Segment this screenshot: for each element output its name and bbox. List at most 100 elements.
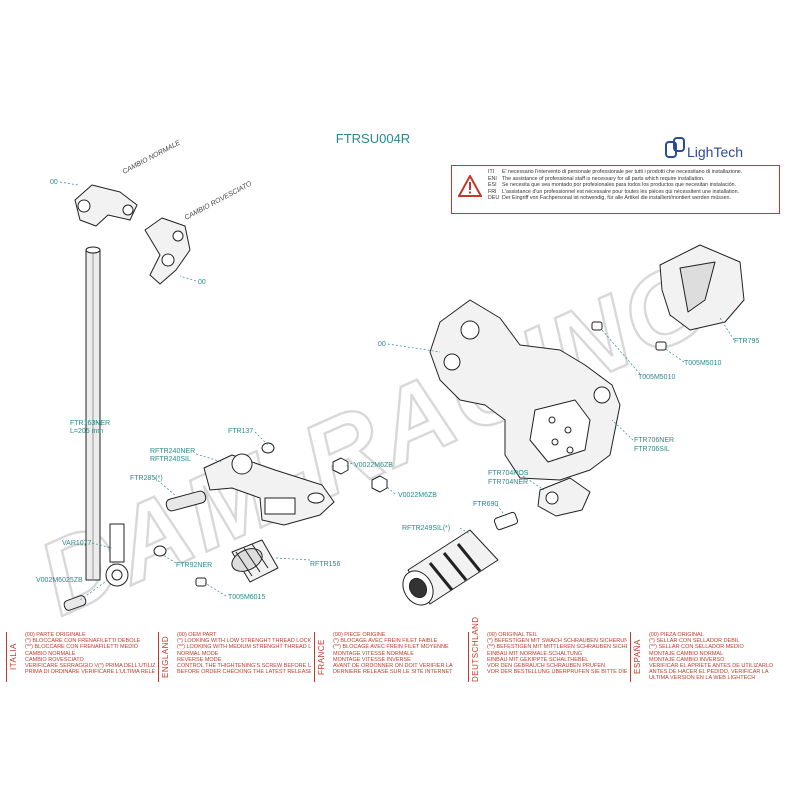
legend-country: ITALIA xyxy=(9,643,18,671)
callout-rftr240sil: RFTR240SIL xyxy=(150,456,191,463)
callout-t005m5010-a: T005M5010 xyxy=(684,360,721,367)
washer-a xyxy=(261,442,275,454)
callout-00-mid: 00 xyxy=(198,279,206,286)
legend-line: (**) LOOKING WITH MEDIUM STRENGHT THREAD… xyxy=(177,644,311,651)
callout-00-right: 00 xyxy=(378,341,386,348)
callout-ftr285: FTR285(*) xyxy=(130,475,163,482)
callout-ftr163ner: FTR163NER xyxy=(70,420,110,427)
callout-v0022m6zb-b: V0022M6ZB xyxy=(398,492,437,499)
warning-icon xyxy=(458,175,482,197)
legend-line: PRIMA DI ORDINARE VERIFICARE L'ULTIMA RE… xyxy=(25,669,155,676)
callout-v0022m6zb-a: V0022M6ZB xyxy=(354,462,393,469)
legend-line: (*) SELLAR CON SELLADOR DEBIL xyxy=(649,638,740,645)
callout-ftr706ner: FTR706NER xyxy=(634,437,674,444)
callout-ftr706sil: FTR706SIL xyxy=(634,446,670,453)
legend-line: ANTES DE HACER EL PEDIDO, VERIFICAR LA xyxy=(649,669,769,676)
rod-end xyxy=(105,523,129,587)
legend-england: ENGLAND (00) OEM PART (*) LOOKING WITH L… xyxy=(158,632,311,682)
callout-rftr240ner: RFTR240NER xyxy=(150,448,195,455)
legend-line: (*) BEFESTIGEN MIT SWACH SCHRAUBEN SICHE… xyxy=(487,638,627,645)
legend-line: VERIFICAR EL APRIETE ANTES DE UTILIZARLO xyxy=(649,663,774,670)
peg-mount xyxy=(537,477,591,517)
legend-line: EINBAU MIT GEKIPPTE SCHALTHEBEL xyxy=(487,656,589,663)
nut-b xyxy=(371,475,388,493)
legend-country: DEUTSCHLAND xyxy=(471,616,480,682)
screw-c xyxy=(195,577,207,587)
callout-ftr690: FTR690 xyxy=(473,501,498,508)
washer-b xyxy=(153,545,167,557)
legend-line: EINBAU MIT NORMALE SCHALTUNG xyxy=(487,650,583,657)
shift-rod xyxy=(85,246,101,581)
callout-v002m6025zb: V002M6025ZB xyxy=(36,577,83,584)
callout-rftr156: RFTR156 xyxy=(310,561,340,568)
legend-line: NORMAL MODE xyxy=(177,650,219,657)
legend-deutschland: DEUTSCHLAND (00) ORIGINAL TEIL (*) BEFES… xyxy=(468,616,627,682)
legend-line: CAMBIO ROVESCIATO xyxy=(25,656,84,663)
legend-country: ENGLAND xyxy=(161,635,170,679)
callout-ftr795: FTR795 xyxy=(734,338,759,345)
legend-espana: ESPAÑA (00) PIEZA ORIGINAL (*) SELLAR CO… xyxy=(630,632,795,682)
legend-line: VOR DER BESTELLUNG ÜBERPRÜFEN SIE BITTE … xyxy=(487,669,627,676)
legend-line: MONTAGE VITESSE INVERSE xyxy=(333,656,411,663)
callout-ftr704ner: FTR704NER xyxy=(488,479,528,486)
legend-line: AVANT DE ORDONNER ON DOIT VERIFIER LA xyxy=(333,663,453,670)
callout-ftr163-length: L=205 mm xyxy=(70,428,103,435)
legend-line: CAMBIO NORMALE xyxy=(25,650,76,657)
gear-peg xyxy=(231,539,279,583)
legend-line: ULTIMA VERSION EN LA WEB LIGHTECH xyxy=(649,675,756,682)
callout-00-top: 00 xyxy=(50,179,58,186)
legend-line: (00) OEM PART xyxy=(177,632,217,638)
callout-ftr137: FTR137 xyxy=(228,428,253,435)
legend-line: (*) LOOKING WITH LOW STRENGHT THREAD LOC… xyxy=(177,638,311,645)
callout-var1077: VAR1077 xyxy=(62,540,92,547)
legend-line: (**) SELLAR CON SELLADOR MEDIO xyxy=(649,644,744,651)
legend-line: CONTROL THE THIGHTENING'S SCREW BEFORE U… xyxy=(177,663,311,670)
rearset-plate xyxy=(429,299,621,481)
legend-line: MONTAJE CAMBIO NORMAL xyxy=(649,650,724,657)
legend-line: (*) BLOCAGE AVEC FREIN FILET FAIBLE xyxy=(333,638,438,645)
legend-line: (00) PIECE ORIGINE xyxy=(333,632,386,638)
legend-line: (00) PIEZA ORIGINAL xyxy=(649,632,704,638)
heel-guard xyxy=(659,244,745,331)
callout-rftr249sil: RFTR249SIL(*) xyxy=(402,525,450,532)
normal-mode-label: CAMBIO NORMALE xyxy=(122,139,182,175)
reverse-mode-label: CAMBIO ROVESCIATO xyxy=(184,180,254,222)
multilingual-legend: ITALIA (00) PARTE ORIGINALE (*) BLOCCARE… xyxy=(0,616,800,682)
legend-line: BEFORE ORDER CHECKING THE LATEST RELEASE… xyxy=(177,669,311,676)
callout-ftr704ros: FTR704ROS xyxy=(488,470,529,477)
callout-t005m5010-b: T005M5010 xyxy=(638,374,675,381)
legend-france: FRANCE (00) PIECE ORIGINE (*) BLOCAGE AV… xyxy=(314,632,465,682)
legend-line: (00) ORIGINAL TEIL xyxy=(487,632,538,638)
legend-line: (00) PARTE ORIGINALE xyxy=(25,632,86,638)
legend-line: MONTAGE VITESSE NORMALE xyxy=(333,650,414,657)
lightech-logo: LighTech xyxy=(665,137,743,160)
screw-b xyxy=(655,341,667,351)
legend-line: MONTAJE CAMBIO INVERSO xyxy=(649,656,725,663)
diagram-title: FTRSU004R xyxy=(336,131,410,146)
callout-ftr92ner: FTR92NER xyxy=(176,562,212,569)
legend-line: (**) BEFESTIGEN MIT MITTLEREN SCHRAUBEN … xyxy=(487,644,627,651)
brand-name: LighTech xyxy=(687,144,743,160)
legend-line: VERIFICARE SERRAGGIO V(*) PRIMA DELL'UTI… xyxy=(25,663,155,670)
watermark: DAM-RACING xyxy=(23,238,729,638)
spacer-pin xyxy=(493,511,519,531)
pivot-bolt xyxy=(165,490,207,512)
legend-line: (*) BLOCCARE CON FRENAFILETTI DEBOLE xyxy=(25,638,141,645)
legend-country: FRANCE xyxy=(317,639,326,675)
brake-peg xyxy=(402,529,499,606)
legend-line: (**) BLOCAGE AVEC FREIN FILET MOYENNE xyxy=(333,644,449,651)
legend-line: REVERSE MODE xyxy=(177,656,222,663)
legend-line: DERNIERE RELEASE SUR LE SITE INTERNET xyxy=(333,669,453,676)
legend-line: VOR DEN GEBRAUCH SCHRAUBEN PRÜFEN xyxy=(487,663,605,670)
screw-a xyxy=(591,321,603,331)
callout-t005m6015: T005M6015 xyxy=(228,594,265,601)
legend-line: (**) BLOCCARE CON FRENAFILETTI MEDIO xyxy=(25,644,139,651)
gear-lever xyxy=(203,453,335,526)
